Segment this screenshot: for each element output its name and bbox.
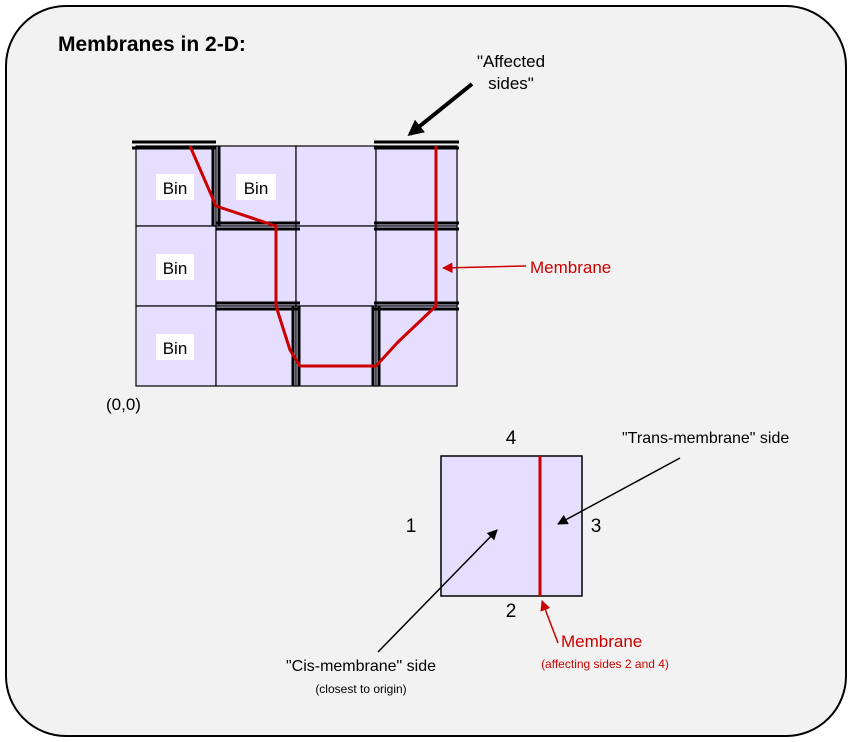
diagram-title: Membranes in 2-D: — [58, 33, 246, 56]
bin-cell — [375, 225, 458, 307]
affected-sides — [132, 140, 459, 386]
bin-cell — [295, 145, 377, 227]
bin-cell — [295, 305, 377, 387]
side-3-label: 3 — [591, 516, 602, 537]
single-bin — [440, 455, 583, 597]
bin-cell — [295, 225, 377, 307]
trans-membrane-arrow — [557, 457, 681, 525]
membrane-bottom-arrow — [540, 600, 559, 644]
origin-label: (0,0) — [106, 395, 141, 414]
affected-sides-label-line2: sides" — [488, 74, 534, 93]
bin-cell — [375, 145, 458, 227]
side-2-label: 2 — [506, 601, 517, 622]
cis-membrane-label: "Cis-membrane" side — [286, 658, 436, 675]
membrane-path — [188, 145, 438, 368]
membrane-bottom-label: Membrane — [561, 632, 642, 651]
bin-cell — [215, 305, 297, 387]
bin-label: Bin — [244, 179, 269, 198]
trans-membrane-label: "Trans-membrane" side — [622, 430, 789, 447]
side-1-label: 1 — [406, 516, 417, 537]
bin-label: Bin — [163, 259, 188, 278]
affected-sides-arrow — [407, 82, 474, 137]
cis-membrane-note: (closest to origin) — [315, 682, 406, 696]
bin-cell — [215, 225, 297, 307]
affected-sides-label-line1: "Affected — [477, 52, 545, 71]
membrane-bottom-note: (affecting sides 2 and 4) — [541, 657, 669, 671]
bin-label: Bin — [163, 339, 188, 358]
membrane-arrow — [441, 262, 527, 274]
side-4-label: 4 — [506, 428, 517, 449]
bin-grid — [135, 145, 458, 387]
membrane-label: Membrane — [530, 258, 611, 277]
cis-membrane-arrow — [377, 529, 498, 653]
bin-cell — [375, 305, 458, 387]
bin-label: Bin — [163, 179, 188, 198]
bin-labels: Bin Bin Bin Bin — [156, 174, 276, 360]
